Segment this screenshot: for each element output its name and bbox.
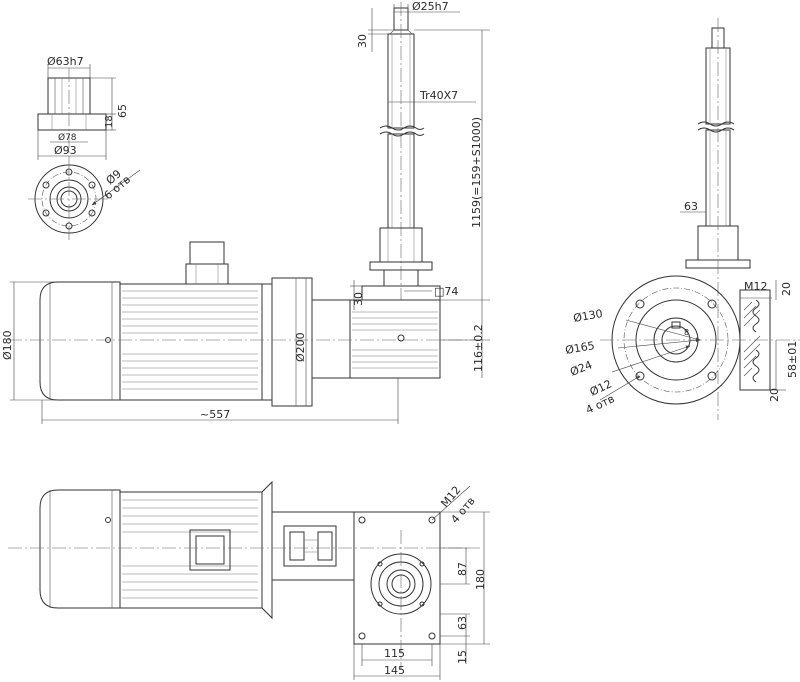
dim-square-74: □74: [434, 285, 458, 298]
dim-d24: Ø24: [568, 358, 594, 379]
dim-w87: 87: [456, 562, 469, 576]
screw-shaft: Ø25h7 30 Tr40X7 1159(=159+S1000) 30 □74: [350, 0, 490, 310]
dim-block-30: 30: [352, 292, 365, 306]
dim-d78: Ø78: [58, 132, 77, 143]
dim-len-557: ~557: [200, 408, 230, 421]
motor-side-view: Ø180 Ø200 116±0.2 ~557: [1, 241, 490, 424]
dim-w180: 180: [474, 569, 487, 590]
dim-d200: Ø200: [294, 332, 307, 362]
label-4-holes: 4 отв: [584, 392, 617, 417]
top-view: M12 4 отв 87 180 63 115 145 15: [8, 480, 490, 680]
dim-stroke: 1159(=159+S1000): [470, 117, 483, 228]
dim-d63h7: Ø63h7: [47, 55, 84, 68]
motor-fins: [122, 290, 258, 390]
flange-detail: Ø63h7 Ø78 Ø93 65 18: [37, 55, 129, 160]
dim-side-63: 63: [684, 200, 698, 213]
dim-h65: 65: [116, 104, 129, 118]
dim-d180: Ø180: [1, 330, 14, 360]
right-side-view: 63 Ø130 Ø165 Ø24 Ø12 4 отв 8 M12 20 58±: [564, 18, 800, 420]
dim-h18: 18: [104, 115, 115, 128]
dim-w115: 115: [384, 647, 405, 660]
flange-top-view: Ø9 6 отв: [28, 160, 141, 240]
dim-w63: 63: [456, 616, 469, 630]
dim-w15: 15: [456, 650, 469, 664]
dim-thread: Tr40X7: [419, 89, 458, 102]
dim-shaft-30: 30: [356, 34, 369, 48]
dim-d130: Ø130: [572, 307, 603, 325]
dim-w145: 145: [384, 664, 405, 677]
dim-h116: 116±0.2: [472, 324, 485, 372]
dim-m12: M12: [744, 280, 768, 293]
dim-v20-bot: 20: [768, 388, 781, 402]
dim-d165: Ø165: [564, 339, 595, 357]
dim-v20-top: 20: [780, 282, 793, 296]
dim-d93: Ø93: [54, 144, 77, 157]
dim-key-8: 8: [684, 328, 689, 337]
dim-v58: 58±01: [786, 341, 799, 378]
dim-d25h7: Ø25h7: [412, 0, 449, 13]
